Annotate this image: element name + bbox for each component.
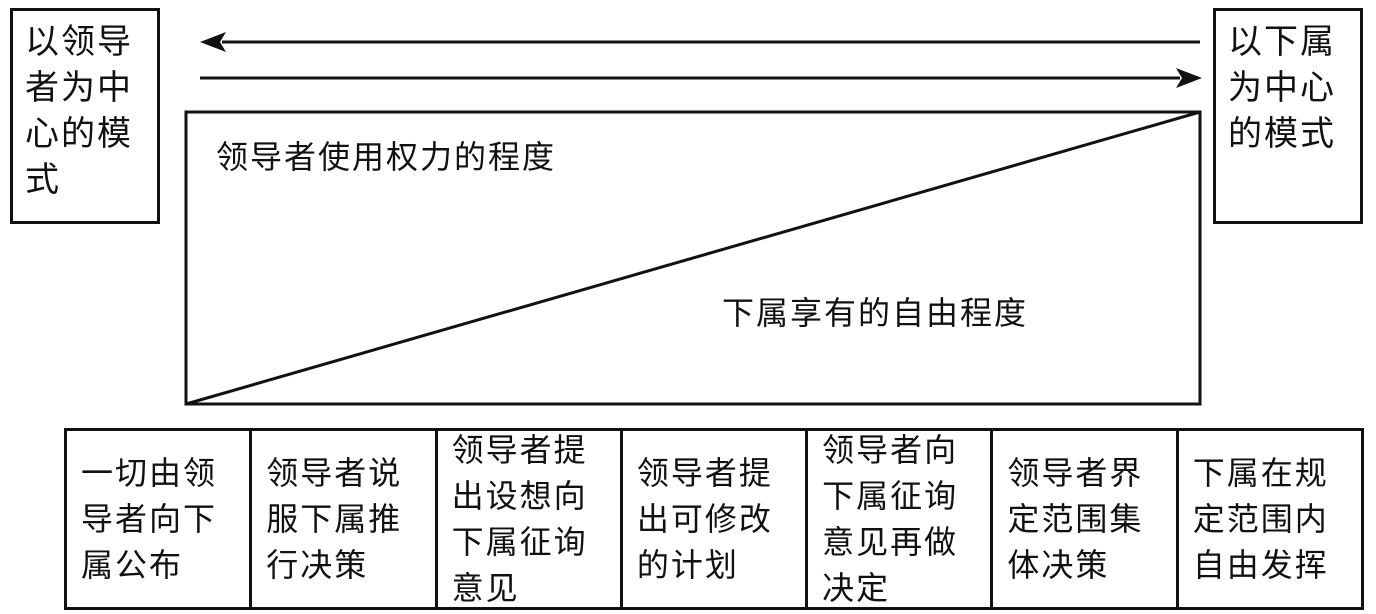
arrow-left-head xyxy=(200,32,226,52)
spectrum-cell: 领导者提 出可修改 的计划 xyxy=(623,431,809,607)
subordinate-centered-line: 为中心 xyxy=(1228,68,1336,108)
spectrum-cell-line: 下属征询 xyxy=(822,477,959,515)
spectrum-cell: 领导者说 服下属推 行决策 xyxy=(252,431,438,607)
spectrum-cell-line: 领导者提 xyxy=(636,454,773,492)
spectrum-cell-line: 服下属推 xyxy=(266,500,403,538)
leader-centered-box: 以领导 者为中 心的模 式 xyxy=(10,8,160,224)
spectrum-cell-line: 下属在规 xyxy=(1192,454,1329,492)
spectrum-cell-line: 决定 xyxy=(822,569,891,607)
leadership-spectrum-row: 一切由领 导者向下 属公布 领导者说 服下属推 行决策 领导者提 出设想向 下属… xyxy=(64,428,1364,610)
spectrum-cell-line: 定范围内 xyxy=(1192,500,1329,538)
subordinate-centered-line: 的模式 xyxy=(1228,114,1336,154)
leader-power-label: 领导者使用权力的程度 xyxy=(216,138,557,176)
spectrum-cell-line: 领导者向 xyxy=(822,431,959,469)
spectrum-cell: 领导者向 下属征询 意见再做 决定 xyxy=(808,431,994,607)
spectrum-cell: 下属在规 定范围内 自由发挥 xyxy=(1179,431,1361,607)
spectrum-cell-line: 下属征询 xyxy=(451,523,588,561)
spectrum-cell-line: 意见 xyxy=(451,569,520,607)
spectrum-cell-line: 属公布 xyxy=(81,546,184,584)
spectrum-cell-line: 出可修改 xyxy=(636,500,773,538)
spectrum-cell-line: 意见再做 xyxy=(822,523,959,561)
spectrum-cell-line: 体决策 xyxy=(1007,546,1110,584)
leader-centered-line: 心的模 xyxy=(25,114,133,154)
continuum-box xyxy=(184,110,1202,406)
leader-centered-line: 式 xyxy=(25,160,61,200)
spectrum-cell: 领导者提 出设想向 下属征询 意见 xyxy=(438,431,623,607)
spectrum-cell-line: 领导者界 xyxy=(1007,454,1144,492)
continuum-diagonal xyxy=(185,110,1201,406)
spectrum-cell: 一切由领 导者向下 属公布 xyxy=(67,431,253,607)
spectrum-cell-line: 的计划 xyxy=(636,546,739,584)
spectrum-cell-line: 行决策 xyxy=(266,546,369,584)
spectrum-cell-line: 领导者提 xyxy=(451,431,588,469)
spectrum-cell: 领导者界 定范围集 体决策 xyxy=(993,431,1179,607)
spectrum-cell-line: 出设想向 xyxy=(451,477,588,515)
arrow-right-head xyxy=(1176,68,1202,88)
subordinate-centered-line: 以下属 xyxy=(1228,22,1336,62)
leader-centered-line: 以领导 xyxy=(25,22,133,62)
subordinate-freedom-label: 下属享有的自由程度 xyxy=(722,294,1029,332)
spectrum-cell-line: 一切由领 xyxy=(81,454,218,492)
spectrum-cell-line: 自由发挥 xyxy=(1192,546,1329,584)
spectrum-cell-line: 领导者说 xyxy=(266,454,403,492)
spectrum-cell-line: 定范围集 xyxy=(1007,500,1144,538)
leader-centered-line: 者为中 xyxy=(25,68,133,108)
spectrum-cell-line: 导者向下 xyxy=(81,500,218,538)
subordinate-centered-box: 以下属 为中心 的模式 xyxy=(1213,8,1363,224)
